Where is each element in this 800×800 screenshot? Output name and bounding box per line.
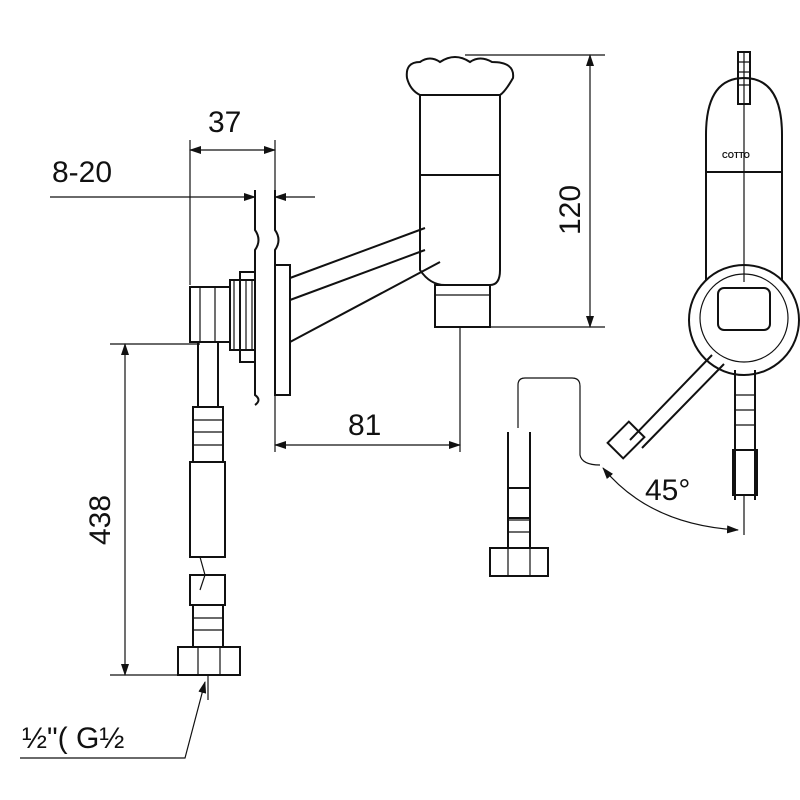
detached-hose <box>489 377 601 577</box>
dimension-8-20: 8-20 <box>52 156 112 189</box>
wall-section <box>254 190 280 406</box>
cotto-logo: COTTO <box>722 151 750 160</box>
dimension-438: 438 <box>84 495 117 545</box>
dimension-lines <box>20 54 605 759</box>
dimension-37: 37 <box>208 106 241 139</box>
angle-45-label: 45° <box>645 474 690 507</box>
angle-dimension <box>602 467 739 534</box>
faucet-front-view: COTTO <box>606 51 800 535</box>
dimension-81: 81 <box>348 409 381 442</box>
thread-size-label: ½"( G½ <box>22 722 124 755</box>
wall-fitting <box>189 264 291 396</box>
supply-hose <box>177 341 241 676</box>
faucet-side-view <box>289 56 515 343</box>
dimension-120: 120 <box>554 185 587 235</box>
